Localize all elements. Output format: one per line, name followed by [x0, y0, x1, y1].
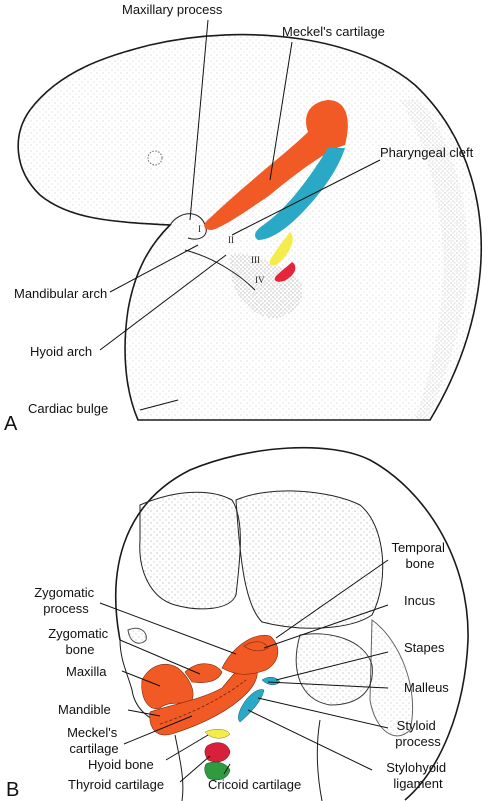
- leader-incus: [263, 604, 389, 649]
- arch-numeral-ii: II: [228, 235, 234, 245]
- leader-cricoid-cartilage: [223, 763, 231, 775]
- label-maxillary-process: Maxillary process: [122, 2, 223, 17]
- arch-numeral-iii: III: [251, 255, 260, 265]
- thyroid-cartilage-red: [204, 742, 231, 763]
- cricoid-cartilage-green: [204, 761, 231, 781]
- leader-styloid-process: [257, 697, 389, 729]
- hyoid-bone-yellow: [204, 729, 231, 739]
- label-pharyngeal-cleft: Pharyngeal cleft: [380, 145, 474, 160]
- neck-outline: [174, 734, 184, 801]
- zygomatic-bone-orange: [184, 663, 223, 683]
- label-styloid-process: Styloid process: [395, 718, 441, 749]
- label-zygomatic-bone: Zygomatic bone: [48, 626, 112, 657]
- occipital-plate: [369, 619, 414, 737]
- parietal-bone-plate: [235, 490, 384, 629]
- label-mandibular-arch: Mandibular arch: [14, 286, 107, 301]
- label-temporal-bone: Temporal bone: [391, 540, 448, 571]
- styloid-process-blue: [238, 689, 265, 723]
- label-maxilla: Maxilla: [66, 664, 107, 679]
- arch-numeral-iv: IV: [255, 275, 265, 285]
- panel-a: I II III IV Maxillary process Meckel's c…: [4, 2, 482, 435]
- label-meckels-cartilage-b: Meckel's cartilage: [67, 725, 121, 756]
- panel-letter-a: A: [4, 413, 18, 435]
- frontal-bone-plate: [139, 491, 241, 610]
- label-hyoid-bone: Hyoid bone: [88, 757, 154, 772]
- leader-meckels-cartilage-b: [123, 715, 193, 745]
- third-arch-cartilage-yellow: [269, 232, 293, 266]
- second-arch-cartilage-blue: [255, 148, 345, 240]
- label-cardiac-bulge: Cardiac bulge: [28, 401, 108, 416]
- meckels-cartilage-orange: [204, 100, 348, 230]
- leader-mandibular-arch: [109, 244, 199, 293]
- leader-hyoid-bone: [165, 734, 209, 761]
- neck-outline-back: [316, 719, 323, 801]
- label-stapes: Stapes: [404, 640, 445, 655]
- leader-malleus: [267, 681, 389, 689]
- label-mandible: Mandible: [58, 702, 111, 717]
- label-cricoid-cartilage: Cricoid cartilage: [208, 777, 301, 792]
- leader-pharyngeal-cleft: [231, 159, 381, 236]
- incus-orange: [243, 641, 269, 652]
- cardiac-bulge-contour: [184, 249, 256, 291]
- eye-placode: [147, 150, 163, 166]
- label-malleus: Malleus: [404, 680, 449, 695]
- panel-letter-b: B: [6, 779, 19, 801]
- leader-stapes: [275, 651, 389, 681]
- label-incus: Incus: [404, 593, 436, 608]
- leader-zygomatic-process: [99, 602, 237, 655]
- back-shadow: [400, 100, 468, 420]
- leader-cardiac-bulge: [139, 399, 179, 411]
- label-thyroid-cartilage: Thyroid cartilage: [68, 777, 164, 792]
- leader-maxilla: [121, 670, 161, 687]
- temporal-squama-plate: [295, 633, 373, 706]
- label-stylohyoid-ligament: Stylohyoid ligament: [386, 760, 450, 791]
- embryo-stipple-shading: [18, 34, 482, 420]
- meckels-cartilage-dashed: [159, 679, 247, 725]
- leader-temporal-bone: [275, 559, 389, 639]
- arch-numeral-i: I: [198, 224, 201, 234]
- label-meckels-cartilage: Meckel's cartilage: [282, 24, 385, 39]
- leader-thyroid-cartilage: [179, 755, 211, 783]
- nasal-plate: [127, 627, 147, 644]
- fourth-arch-cartilage-red: [274, 262, 296, 282]
- leader-hyoid-arch: [99, 254, 227, 351]
- label-zygomatic-process: Zygomatic process: [34, 585, 98, 616]
- panel-b: Temporal bone Incus Stapes Malleus Stylo…: [6, 446, 469, 801]
- label-hyoid-arch: Hyoid arch: [30, 344, 92, 359]
- leader-zygomatic-bone: [119, 639, 201, 675]
- mandible-orange: [149, 661, 258, 736]
- leader-meckels-cartilage: [269, 41, 293, 181]
- leader-mandible: [127, 709, 161, 717]
- leader-stylohyoid-ligament: [247, 709, 373, 771]
- leader-maxillary-process: [189, 19, 209, 221]
